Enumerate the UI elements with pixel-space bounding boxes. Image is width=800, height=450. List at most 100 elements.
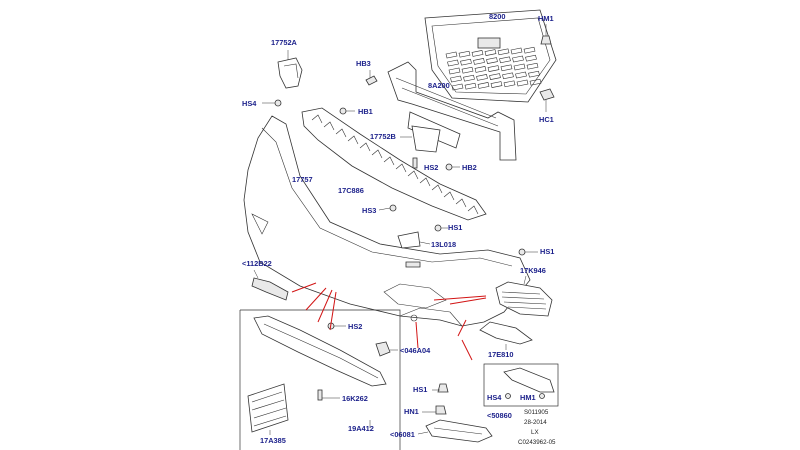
grille-mesh-cell: [473, 58, 485, 65]
grille-mesh-cell: [526, 62, 539, 70]
label-13l018: 13L018: [431, 240, 456, 249]
grille-mesh-cell: [500, 64, 513, 72]
grille-mesh-cell: [497, 48, 510, 56]
clip-hm1-top[interactable]: [540, 24, 552, 45]
grille-mesh-cell: [525, 54, 537, 62]
tow-eye-cover-13l018[interactable]: [397, 231, 431, 249]
grille-mesh-cell: [523, 46, 536, 54]
grille-mesh-cell: [445, 51, 458, 59]
detail-box-lower-left: [239, 309, 401, 450]
reference-line-2: 28-2014: [524, 419, 547, 426]
label-17757: 17757: [292, 175, 313, 184]
label-17752a: 17752A: [271, 38, 298, 47]
label-hb3: HB3: [356, 59, 371, 68]
label-8a200: 8A200: [428, 81, 450, 90]
bracket-16k262[interactable]: [317, 389, 340, 401]
label-hs3: HS3: [362, 206, 376, 215]
sensor-046a04[interactable]: [375, 341, 398, 357]
reflector-112b22[interactable]: [251, 269, 289, 301]
screw-hs2-mid[interactable]: [412, 157, 418, 169]
grille-mesh-cell: [464, 82, 477, 90]
fog-lamp-grille-17k946[interactable]: [495, 275, 553, 317]
label-17c886: 17C886: [338, 186, 364, 195]
nut-hn1[interactable]: [422, 405, 447, 415]
lower-spoiler-19a412[interactable]: [253, 315, 387, 387]
reference-line-3: LX: [531, 429, 539, 436]
label-hn1: HN1: [404, 407, 419, 416]
label-17a385: 17A385: [260, 436, 286, 445]
screw-hs1-low[interactable]: [432, 383, 449, 393]
screw-hs3[interactable]: [378, 204, 397, 212]
grille-mesh-cell: [502, 72, 514, 80]
label-8200: 8200: [489, 12, 505, 21]
label-17e810: 17E810: [488, 350, 513, 359]
clip-hc1[interactable]: [539, 88, 555, 112]
reference-line-4: C0243962-05: [518, 439, 556, 446]
grille-mesh-cell: [510, 47, 523, 55]
screw-hs1-right[interactable]: [518, 248, 538, 256]
red-location-lines: [291, 282, 487, 361]
grille-mesh-cell: [489, 73, 501, 80]
bumper-cover-17757[interactable]: [243, 115, 531, 327]
clip-hm1-low[interactable]: [539, 393, 545, 399]
grille-mesh-cell: [515, 71, 527, 79]
bracket-17752b[interactable]: [400, 125, 441, 153]
label-hb1: HB1: [358, 107, 373, 116]
label-06081: <06081: [390, 430, 415, 439]
label-16k262: 16K262: [342, 394, 368, 403]
grille-mesh-cell: [529, 78, 542, 86]
grille-mesh-cell: [484, 49, 497, 56]
grille-mesh-cell: [528, 70, 540, 78]
lower-trim-06081[interactable]: [417, 419, 493, 443]
grille-mesh-cell: [516, 79, 529, 87]
label-hc1: HC1: [539, 115, 554, 124]
clip-hb1[interactable]: [339, 107, 355, 115]
grille-mesh-cell: [503, 80, 516, 88]
bracket-50860[interactable]: [503, 367, 555, 393]
grille-mesh-cell: [486, 57, 498, 64]
clip-hb2[interactable]: [445, 163, 460, 171]
reference-line-1: S011905: [524, 409, 549, 416]
grille-mesh-cell: [448, 67, 461, 75]
grille-mesh-cell: [458, 50, 471, 58]
grille-mesh-cell: [460, 58, 472, 66]
label-112b22: <112B22: [242, 259, 272, 268]
grille-mesh-cell: [513, 63, 526, 71]
screw-hs1-mid[interactable]: [434, 224, 448, 232]
grille-mesh-cell: [471, 50, 484, 57]
label-hm1-low: HM1: [520, 393, 536, 402]
label-046a04: <046A04: [400, 346, 431, 355]
grille-mesh-cell: [447, 59, 459, 67]
grille-mesh-cell: [512, 55, 524, 63]
grille-mesh-cell: [476, 74, 488, 81]
grille-mesh-cell: [477, 82, 490, 89]
screw-hs4-low[interactable]: [505, 393, 511, 399]
label-hs2-mid: HS2: [424, 163, 438, 172]
grille-mesh-cell: [451, 83, 464, 91]
label-17k946: 17K946: [520, 266, 546, 275]
bracket-17752a[interactable]: [277, 50, 303, 89]
label-hb2: HB2: [462, 163, 477, 172]
reference-block: S011905 28-2014 LX C0243962-05: [518, 409, 556, 446]
label-hm1-top: HM1: [538, 14, 554, 23]
energy-absorber-17c886[interactable]: [301, 107, 487, 221]
label-hs4-low: HS4: [487, 393, 502, 402]
label-hs1-low: HS1: [413, 385, 427, 394]
bolt-hb3[interactable]: [365, 70, 378, 86]
grille-mesh-cell: [490, 81, 503, 88]
screw-hs4-top[interactable]: [262, 99, 282, 107]
trim-17e810[interactable]: [479, 321, 533, 350]
grille-mesh-cell: [487, 65, 500, 72]
front-grille-part[interactable]: [424, 9, 557, 103]
grille-mesh-cell: [461, 66, 474, 74]
label-19a412: 19A412: [348, 424, 374, 433]
label-hs1-mid: HS1: [448, 223, 462, 232]
licence-plate-bracket-17a385[interactable]: [247, 383, 289, 435]
label-50860: <50860: [487, 411, 512, 420]
grille-mesh-cell: [450, 75, 462, 83]
detail-box-lower-right: [483, 363, 559, 407]
grille-mesh-cell: [474, 66, 487, 73]
grille-mesh-cell: [499, 56, 511, 64]
